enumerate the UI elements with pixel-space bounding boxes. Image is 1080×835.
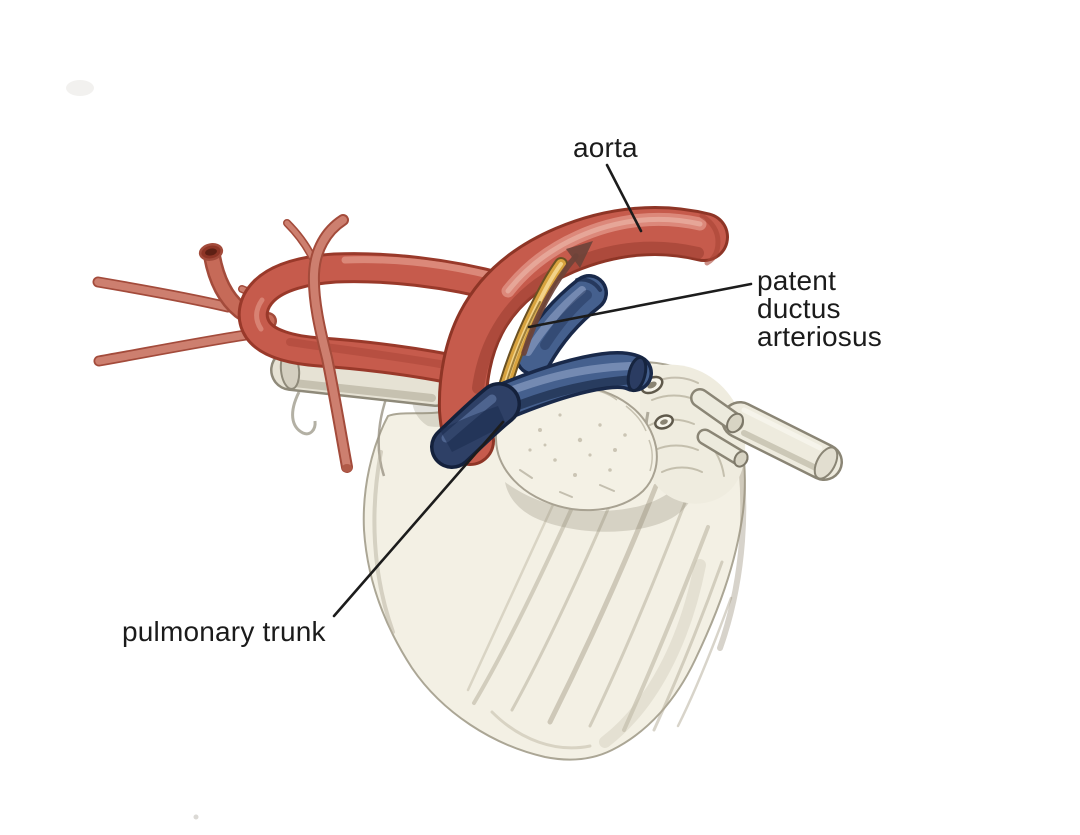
crossing-thin-vessel bbox=[283, 214, 353, 473]
thin-branch-upper-left bbox=[92, 276, 234, 313]
heart-soft-shadow bbox=[599, 559, 706, 748]
pda-label-line3: arteriosus bbox=[757, 321, 882, 352]
vein-stub-tubes bbox=[690, 388, 749, 468]
aorta-leader-line bbox=[605, 163, 643, 233]
thin-branch-lower-left bbox=[93, 328, 258, 367]
ductus-arteriosus-vessel bbox=[493, 257, 568, 411]
left-pa-cut-end bbox=[626, 355, 648, 393]
leader-lines bbox=[332, 163, 753, 618]
aorta-end-cap-shading bbox=[699, 213, 721, 266]
under-auricle-shadow bbox=[505, 466, 696, 532]
faint-smudge bbox=[66, 80, 94, 96]
pda-label-line1: patent bbox=[757, 265, 836, 296]
ligament-loop bbox=[291, 391, 317, 436]
right-atrium-and-veins bbox=[640, 364, 843, 504]
pulmonary-trunk-and-left-pa bbox=[430, 350, 653, 469]
right-large-vessel-stub bbox=[721, 401, 843, 481]
auricle-shade-marks bbox=[519, 469, 615, 498]
pulmonary-trunk-leader-line bbox=[332, 420, 505, 618]
pulmonary-trunk-label: pulmonary trunk bbox=[122, 616, 327, 647]
heart-shading-strokes bbox=[372, 450, 733, 750]
aorta-label: aorta bbox=[573, 132, 638, 163]
pda-leader-line bbox=[527, 282, 753, 329]
arrowhead bbox=[566, 241, 593, 268]
pda-label-line2: ductus bbox=[757, 293, 841, 324]
labels: aorta patent ductus arteriosus pulmonary… bbox=[122, 132, 882, 647]
faint-dot bbox=[193, 814, 199, 820]
heart-left-edge-fold bbox=[377, 395, 389, 477]
aortic-arch-branches bbox=[92, 214, 524, 473]
pulmonary-trunk-vessel bbox=[430, 382, 521, 469]
blood-flow-arrow bbox=[521, 241, 593, 356]
auricle-stipple bbox=[528, 413, 627, 477]
